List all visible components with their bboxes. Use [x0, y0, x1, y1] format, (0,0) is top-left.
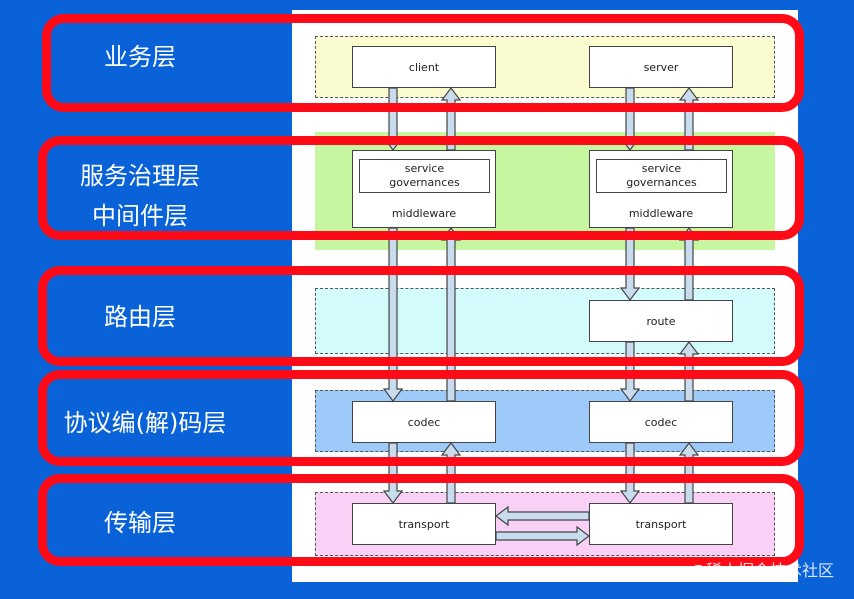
layer-label-business: 业务层 [104, 43, 176, 71]
service-gov-left-line1: service [404, 162, 445, 175]
service-governances-left-box: service governances [359, 159, 490, 193]
highlight-business-layer [42, 14, 804, 112]
arrow-right-up-4 [678, 442, 700, 504]
layer-label-route: 路由层 [104, 303, 176, 331]
middleware-right-label: middleware [628, 207, 694, 220]
highlight-transport-layer [38, 474, 804, 566]
transport-left-box: transport [352, 503, 496, 545]
arrow-left-down-2 [382, 227, 404, 402]
codec-left-box: codec [352, 401, 496, 443]
service-gov-left-line2: governances [389, 176, 460, 189]
layer-label-middleware-line1: 服务治理层 [80, 162, 200, 190]
layer-label-middleware-line2: 中间件层 [92, 202, 188, 230]
layer-label-codec: 协议编(解)码层 [63, 409, 227, 437]
watermark: @稀土掘金技术社区 [689, 561, 834, 580]
service-governances-right-box: service governances [596, 159, 727, 193]
highlight-codec-layer [38, 370, 804, 466]
arrow-transport-to-left [495, 505, 590, 527]
transport-right-box: transport [589, 503, 733, 545]
arrow-left-down-3 [382, 442, 404, 504]
highlight-route-layer [38, 266, 804, 366]
route-box: route [589, 300, 733, 342]
arrow-transport-to-right [495, 525, 590, 547]
service-gov-right-line2: governances [626, 176, 697, 189]
layer-label-transport: 传输层 [104, 509, 176, 537]
middleware-left-label: middleware [391, 207, 457, 220]
arrow-right-down-4 [619, 442, 641, 504]
client-box: client [352, 46, 496, 88]
codec-right-box: codec [589, 401, 733, 443]
server-box: server [589, 46, 733, 88]
service-gov-right-line1: service [641, 162, 682, 175]
highlight-middleware-layer [38, 136, 804, 240]
layer-label-middleware: 服务治理层 中间件层 [60, 156, 220, 236]
arrow-left-up-3 [440, 442, 462, 504]
